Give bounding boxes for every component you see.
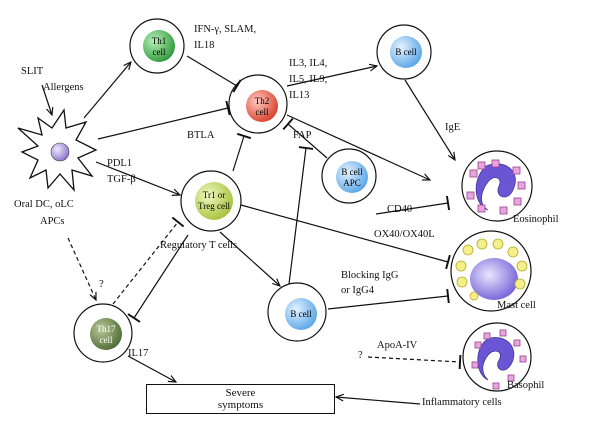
eosinophil-cell <box>461 150 533 222</box>
label-basophil: Basophil <box>507 380 545 391</box>
severe-symptoms-box: Severe symptoms <box>146 384 335 414</box>
activation-arrows <box>41 62 455 405</box>
th17-cell: Th17 cell <box>73 303 133 363</box>
label-cd40: CD40 <box>387 204 413 215</box>
th1-label-line2: cell <box>153 47 166 57</box>
mast-cell <box>450 230 532 312</box>
severe-line2: symptoms <box>217 399 264 411</box>
bcell-mid-label: B cell <box>290 309 312 319</box>
label-ifn: IFN-γ, SLAM, <box>194 24 257 35</box>
label-allergens: Allergens <box>43 82 84 93</box>
label-question-apoa: ? <box>358 350 363 361</box>
label-eosinophil: Eosinophil <box>513 214 559 225</box>
label-pdl1: PDL1 <box>107 158 133 169</box>
arrow-dc-th17 <box>67 237 96 300</box>
th1-label-line1: Th1 <box>152 36 167 46</box>
inhibition-lines <box>97 55 462 370</box>
arrow-th2-eosinophil <box>286 114 430 180</box>
label-fap: FAP <box>293 130 312 141</box>
treg-line1: Tr1 or <box>203 190 225 200</box>
bcell-mid: B cell <box>267 282 327 342</box>
inhib-treg-th2 <box>232 132 252 172</box>
label-oral-dc: Oral DC, oLC <box>14 199 74 210</box>
bcell-apc-line2: APC <box>343 178 361 188</box>
label-apoa-iv: ApoA-IV <box>377 340 418 351</box>
label-btla: BTLA <box>187 130 215 141</box>
inhib-th1-th2 <box>186 55 242 93</box>
th17-line2: cell <box>100 335 113 345</box>
th2-cell: Th2 cell <box>228 74 288 134</box>
bcell-top: B cell <box>376 24 432 80</box>
inhib-bcellapc-th2 <box>282 117 328 159</box>
arrow-inflammatory-symptoms <box>336 397 421 405</box>
label-il3-4: IL3, IL4, <box>289 58 328 69</box>
arrow-th2-bcell <box>286 66 377 87</box>
label-blocking-1: Blocking IgG <box>341 270 399 281</box>
inhib-dc-th2 <box>97 100 231 140</box>
label-slit: SLIT <box>21 66 44 77</box>
inhib-apoa-basophil <box>367 354 462 370</box>
label-apcs: APCs <box>40 216 65 227</box>
label-question-th17: ? <box>99 279 104 290</box>
label-inflammatory: Inflammatory cells <box>422 397 502 408</box>
bcell-apc-line1: B cell <box>341 167 363 177</box>
label-blocking-2: or IgG4 <box>341 285 374 296</box>
label-il18: IL18 <box>194 40 215 51</box>
label-il13: IL13 <box>289 90 310 101</box>
label-regulatory: Regulatory T cells <box>160 240 238 251</box>
inhib-cd40-eosinophil <box>375 195 451 215</box>
arrow-th17-symptoms <box>127 355 176 382</box>
dendritic-cell <box>17 108 98 192</box>
bcell-apc: B cell APC <box>321 148 377 204</box>
label-il5-9: IL5, IL9, <box>289 74 328 85</box>
inhib-blocking-mast <box>327 288 450 310</box>
severe-line1: Severe <box>225 387 256 399</box>
label-tgfb: TGF-β <box>107 174 136 185</box>
label-ox40: OX40/OX40L <box>374 229 435 240</box>
label-il17: IL17 <box>128 348 149 359</box>
inhib-bcell-th2 <box>288 146 314 285</box>
arrow-dc-th1 <box>83 62 131 119</box>
arrow-dc-treg <box>95 161 180 195</box>
label-ige: IgE <box>445 122 461 133</box>
treg-line2: Treg cell <box>198 201 230 211</box>
arrow-allergens-dc <box>41 84 52 115</box>
arrow-treg-bcell <box>219 231 280 286</box>
label-mast-cell: Mast cell <box>497 300 536 311</box>
inhib-treg-th17 <box>127 234 189 323</box>
treg-cell: Tr1 or Treg cell <box>180 170 242 232</box>
th1-cell: Th1 cell <box>129 18 185 74</box>
th17-line1: Th17 <box>97 324 116 334</box>
th2-label-line2: cell <box>256 107 269 117</box>
th2-label-line1: Th2 <box>255 96 270 106</box>
arrow-bcell-eosinophil <box>404 79 455 160</box>
bcell-top-label: B cell <box>395 47 417 57</box>
basophil-cell <box>462 322 532 392</box>
inhib-th17-treg <box>112 216 185 305</box>
inhib-treg-mast <box>240 204 451 270</box>
